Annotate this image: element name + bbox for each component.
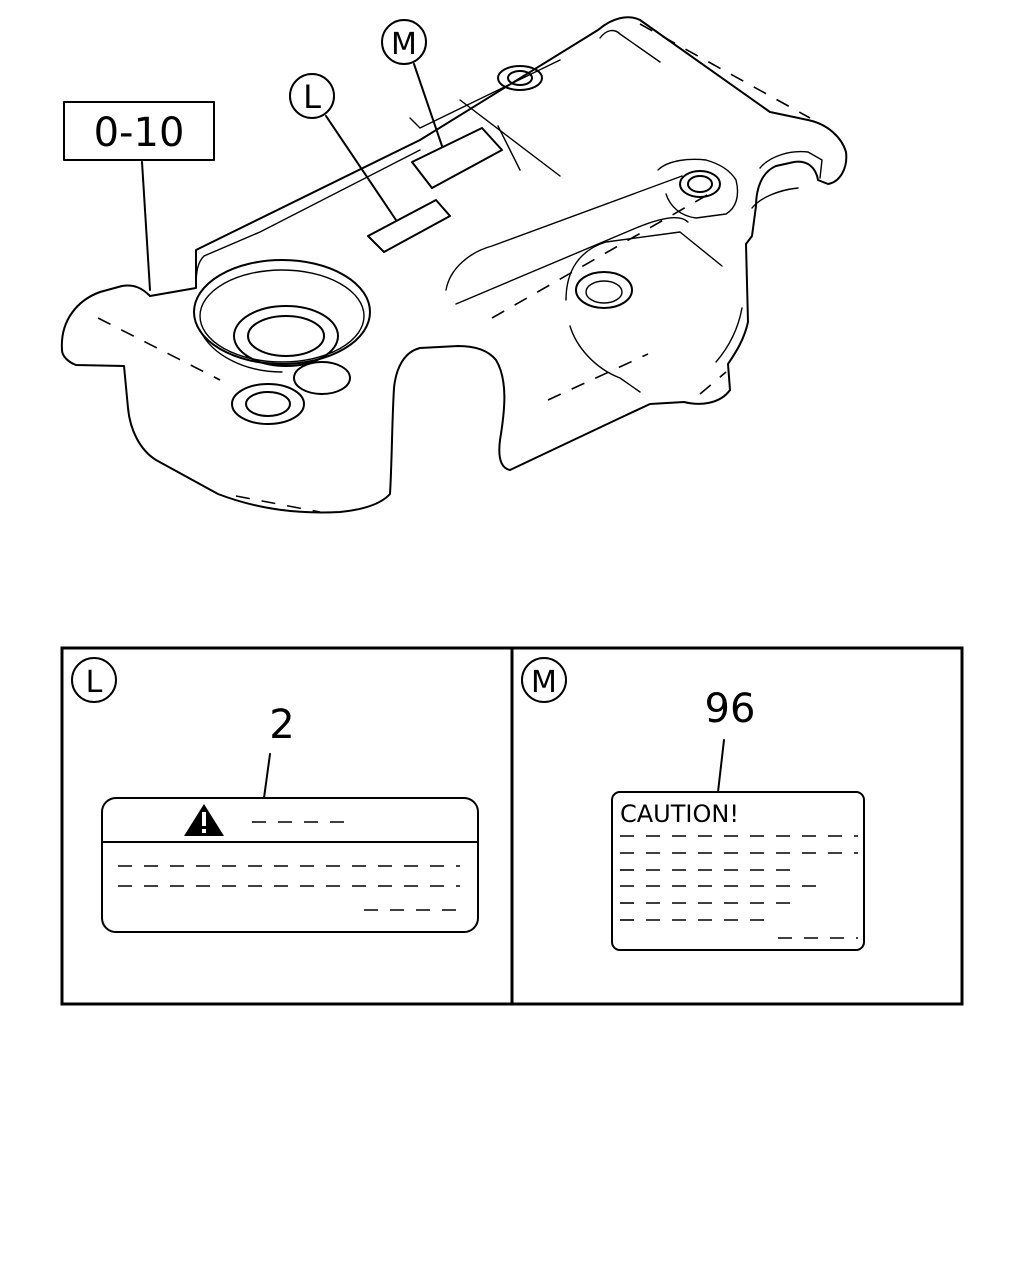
caution-label-heading: CAUTION! — [620, 800, 739, 828]
reference-box: 0-10 — [63, 101, 215, 291]
detail-M-letter: M — [531, 665, 557, 700]
detail-L-part-number: 2 — [269, 702, 294, 748]
detail-L-letter: L — [86, 665, 103, 700]
callout-L-letter: L — [303, 78, 321, 116]
engine-cover-illustration — [60, 16, 848, 514]
reference-box-text: 0-10 — [94, 110, 185, 156]
label-location-M — [411, 127, 503, 189]
detail-M-part-number: 96 — [705, 686, 756, 732]
detail-panels — [60, 646, 964, 1006]
callout-M: M — [381, 19, 443, 147]
caution-label-illustration: CAUTION! — [611, 791, 865, 951]
label-location-L — [367, 199, 451, 253]
callout-L: L — [289, 73, 397, 221]
callout-M-letter: M — [391, 27, 417, 62]
detail-M: M 96 CAUTION! — [521, 657, 865, 951]
detail-L: L 2 — [71, 657, 479, 933]
warning-label-illustration — [101, 797, 479, 933]
